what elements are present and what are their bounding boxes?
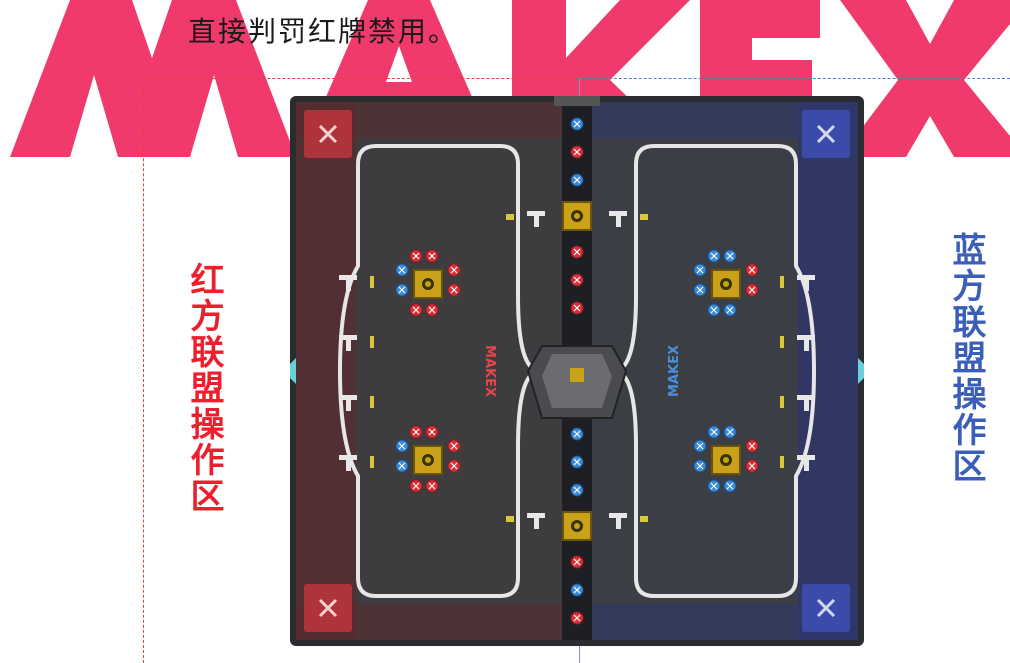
red-half-logo: MAKEX xyxy=(482,345,497,397)
red-alliance-zone-label: 红方联盟操作区 xyxy=(184,262,224,514)
blue-alliance-zone-label: 蓝方联盟操作区 xyxy=(946,232,986,484)
red-zone-guide-horizontal xyxy=(143,78,579,79)
game-field: MAKEX MAKEX xyxy=(290,96,864,646)
red-zone-guide-vertical xyxy=(143,78,144,663)
blue-zone-guide-horizontal xyxy=(579,78,1010,79)
rule-text: 直接判罚红牌禁用。 xyxy=(188,15,459,48)
blue-half-logo: MAKEX xyxy=(667,345,682,397)
